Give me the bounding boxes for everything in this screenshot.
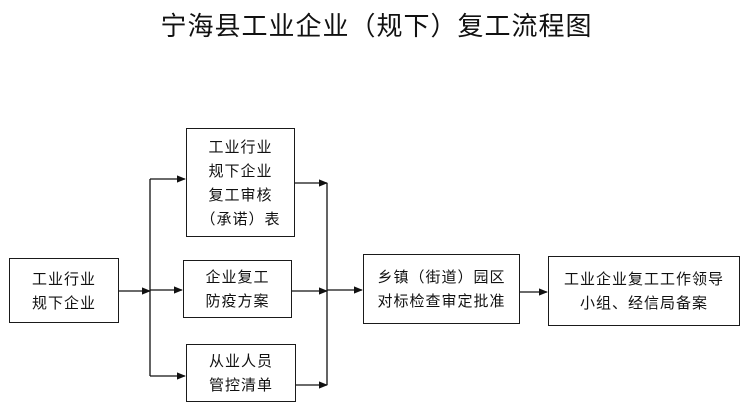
node-staff-list-label: 从业人员 管控清单 — [208, 352, 273, 394]
node-staff-list: 从业人员 管控清单 — [186, 344, 296, 402]
node-filing-label: 工业企业复工工作领导 小组、经信局备案 — [563, 270, 724, 312]
node-regulated-enterprises-label: 工业行业 规下企业 — [31, 269, 96, 312]
node-regulated-enterprises: 工业行业 规下企业 — [9, 258, 119, 323]
diagram-title: 宁海县工业企业（规下）复工流程图 — [160, 12, 593, 42]
node-review-form-label: 工业行业 规下企业 复工审核 （承诺）表 — [200, 137, 281, 228]
node-epidemic-plan-label: 企业复工 防疫方案 — [205, 268, 270, 310]
node-filing: 工业企业复工工作领导 小组、经信局备案 — [548, 256, 740, 326]
node-town-approval: 乡镇（街道）园区 对标检查审定批准 — [363, 254, 520, 324]
node-epidemic-plan: 企业复工 防疫方案 — [183, 260, 292, 318]
node-town-approval-label: 乡镇（街道）园区 对标检查审定批准 — [377, 268, 506, 310]
node-review-form: 工业行业 规下企业 复工审核 （承诺）表 — [186, 128, 295, 237]
